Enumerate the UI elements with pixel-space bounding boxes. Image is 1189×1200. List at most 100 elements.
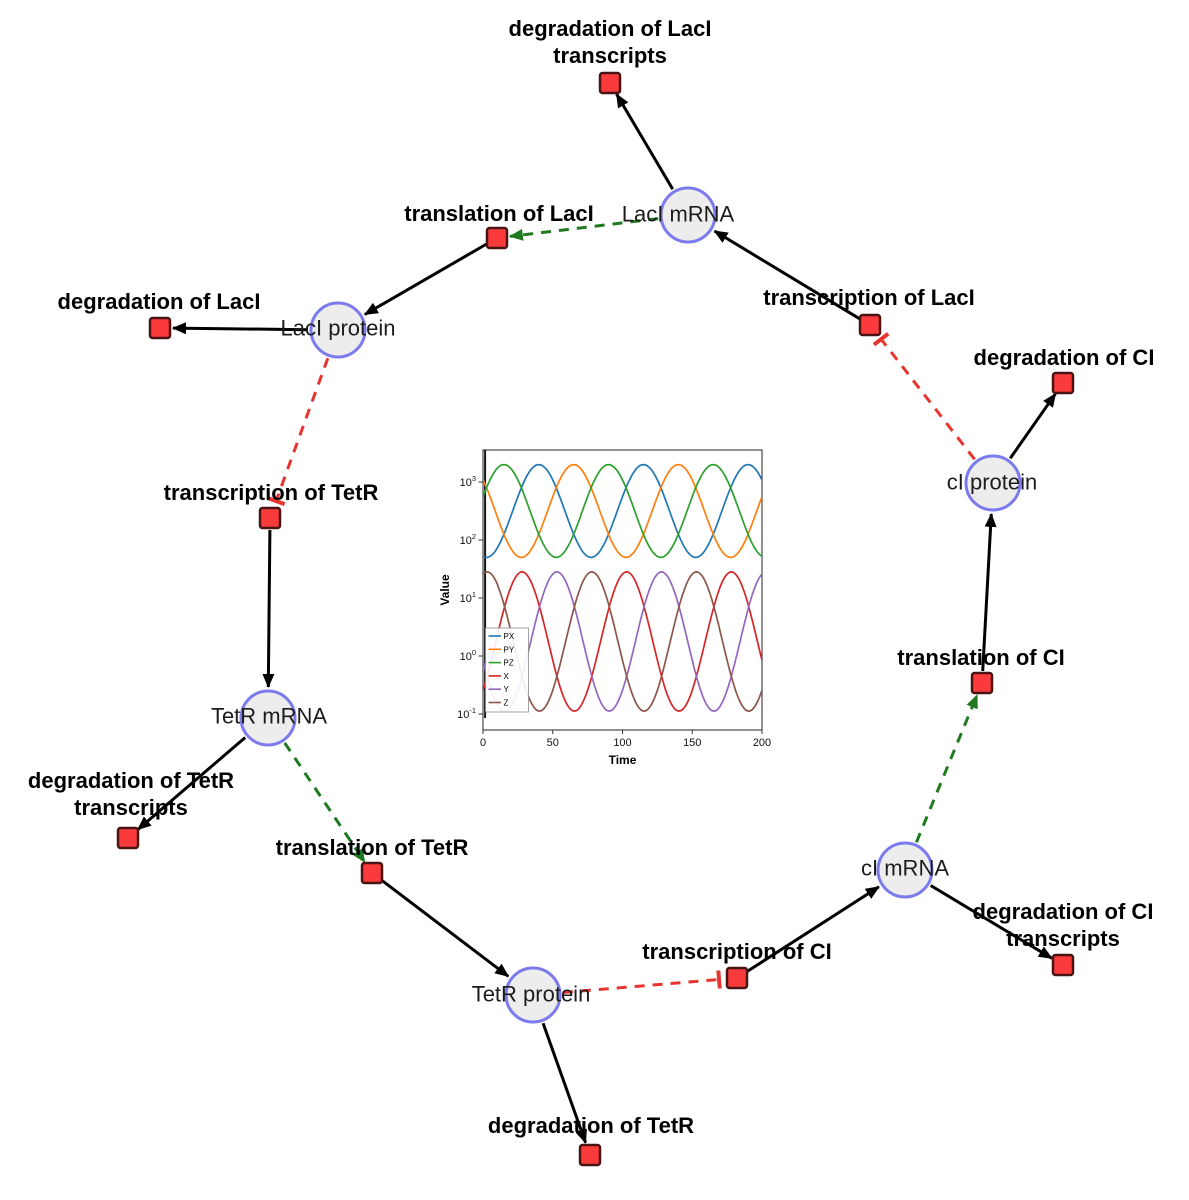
edge-consumption-ci_mrna-to-deg_ci_tx (929, 884, 1053, 960)
legend-label-X: X (504, 672, 510, 681)
reaction-label-line: transcription of LacI (763, 285, 974, 310)
reaction-node-deg_tetr[interactable] (578, 1143, 602, 1167)
reaction-node-tl_ci[interactable] (970, 671, 994, 695)
species-label-laci_protein: LacI protein (281, 316, 396, 341)
reaction-label-line: transcription of CI (642, 939, 831, 964)
y-tick-label-4: 103 (460, 474, 476, 489)
reaction-node-deg_ci_tx[interactable] (1051, 953, 1075, 977)
series-Z-line (483, 571, 762, 712)
species-label-ci_protein: cI protein (947, 470, 1038, 495)
edge-consumption-laci_mrna-to-deg_laci_tx (615, 93, 674, 190)
x-tick-label-1: 50 (547, 737, 559, 749)
legend-label-Z: Z (504, 699, 509, 708)
inhibition-bar-laci_protein-to-tx_tetr (267, 496, 286, 506)
legend-box (485, 627, 529, 713)
edge-modifier-tetr_mrna-to-tl_tetr (283, 742, 367, 864)
legend-label-PY: PY (504, 645, 515, 654)
edge-production-tx_laci-to-laci_mrna (713, 229, 861, 321)
reaction-label-line: degradation of CI (973, 899, 1154, 924)
species-node-tetr_protein[interactable] (504, 966, 562, 1024)
reaction-node-tx_tetr[interactable] (258, 506, 282, 530)
edge-modifier-laci_mrna-to-tl_laci (508, 217, 659, 241)
species-node-ci_protein[interactable] (964, 454, 1022, 512)
x-tick-label-3: 150 (683, 737, 701, 749)
edge-consumption-tetr_protein-to-deg_tetr (541, 1022, 588, 1144)
reaction-label-line: degradation of LacI (58, 289, 261, 314)
y-tick-label-1: 100 (460, 648, 476, 663)
y-axis-label: Value (438, 574, 452, 606)
edge-inhibition-laci_protein-to-tx_tetr (274, 357, 330, 502)
species-node-ci_mrna[interactable] (876, 841, 934, 899)
species-label-laci_mrna: LacI mRNA (622, 202, 735, 227)
series-Y-line (483, 571, 762, 712)
y-tick-label-3: 102 (460, 532, 476, 547)
reaction-label-tx_laci: transcription of LacI (763, 285, 974, 310)
nodes-layer (116, 71, 1075, 1167)
reaction-label-line: transcripts (74, 795, 188, 820)
edge-consumption-ci_protein-to-deg_ci (1008, 392, 1057, 460)
reaction-node-deg_laci_tx[interactable] (598, 71, 622, 95)
reaction-node-tx_ci[interactable] (725, 966, 749, 990)
reaction-label-line: degradation of TetR (28, 768, 234, 793)
edge-modifier-ci_mrna-to-tl_ci (915, 694, 979, 843)
edges-layer (136, 93, 1057, 1144)
edge-inhibition-ci_protein-to-tx_laci (879, 338, 976, 461)
reaction-node-tl_tetr[interactable] (360, 861, 384, 885)
reaction-label-line: translation of LacI (404, 201, 593, 226)
reaction-label-line: degradation of CI (974, 345, 1155, 370)
species-label-ci_mrna: cI mRNA (861, 856, 949, 881)
reaction-node-deg_ci[interactable] (1051, 371, 1075, 395)
edge-production-tl_ci-to-ci_protein (981, 513, 997, 672)
edge-production-tx_tetr-to-tetr_mrna (262, 529, 275, 688)
edge-consumption-laci_protein-to-deg_laci (172, 322, 309, 335)
series-X-line (483, 571, 762, 712)
reaction-label-deg_ci: degradation of CI (974, 345, 1155, 370)
series-PZ-line (483, 463, 762, 559)
x-axis-label: Time (609, 753, 637, 767)
edge-consumption-tetr_mrna-to-deg_tetr_tx (136, 736, 247, 831)
legend-label-PZ: PZ (504, 659, 514, 668)
edge-production-tl_laci-to-laci_protein (363, 242, 488, 316)
y-tick-label-2: 101 (460, 590, 476, 605)
reaction-label-line: translation of TetR (276, 835, 469, 860)
inhibition-bar-tetr_protein-to-tx_ci (716, 970, 722, 989)
reaction-node-tl_laci[interactable] (485, 226, 509, 250)
y-tick-label-0: 10-1 (457, 706, 476, 721)
x-tick-label-2: 100 (613, 737, 631, 749)
x-tick-label-4: 200 (753, 737, 771, 749)
reaction-label-line: degradation of LacI (509, 16, 712, 41)
reaction-label-tl_tetr: translation of TetR (276, 835, 469, 860)
edge-production-tx_ci-to-ci_mrna (746, 885, 880, 973)
reaction-label-tx_ci: transcription of CI (642, 939, 831, 964)
reaction-label-deg_laci: degradation of LacI (58, 289, 261, 314)
reaction-label-deg_tetr: degradation of TetR (488, 1113, 694, 1138)
reaction-label-line: translation of CI (897, 645, 1064, 670)
species-node-laci_mrna[interactable] (659, 186, 717, 244)
species-node-tetr_mrna[interactable] (239, 689, 297, 747)
inhibition-bar-ci_protein-to-tx_laci (872, 332, 890, 347)
species-node-laci_protein[interactable] (309, 301, 367, 359)
reaction-node-deg_laci[interactable] (148, 316, 172, 340)
species-label-tetr_protein: TetR protein (472, 982, 591, 1007)
edge-production-tl_tetr-to-tetr_protein (380, 879, 510, 978)
reaction-label-tl_laci: translation of LacI (404, 201, 593, 226)
x-tick-label-0: 0 (480, 737, 486, 749)
reaction-label-line: transcription of TetR (164, 480, 379, 505)
reaction-label-tl_ci: translation of CI (897, 645, 1064, 670)
reaction-label-line: degradation of TetR (488, 1113, 694, 1138)
legend-label-Y: Y (504, 685, 510, 694)
reaction-label-tx_tetr: transcription of TetR (164, 480, 379, 505)
reaction-label-line: transcripts (1006, 926, 1120, 951)
series-PY-line (483, 463, 762, 559)
reaction-node-tx_laci[interactable] (858, 313, 882, 337)
reaction-node-deg_tetr_tx[interactable] (116, 826, 140, 850)
edge-inhibition-tetr_protein-to-tx_ci (562, 978, 720, 994)
